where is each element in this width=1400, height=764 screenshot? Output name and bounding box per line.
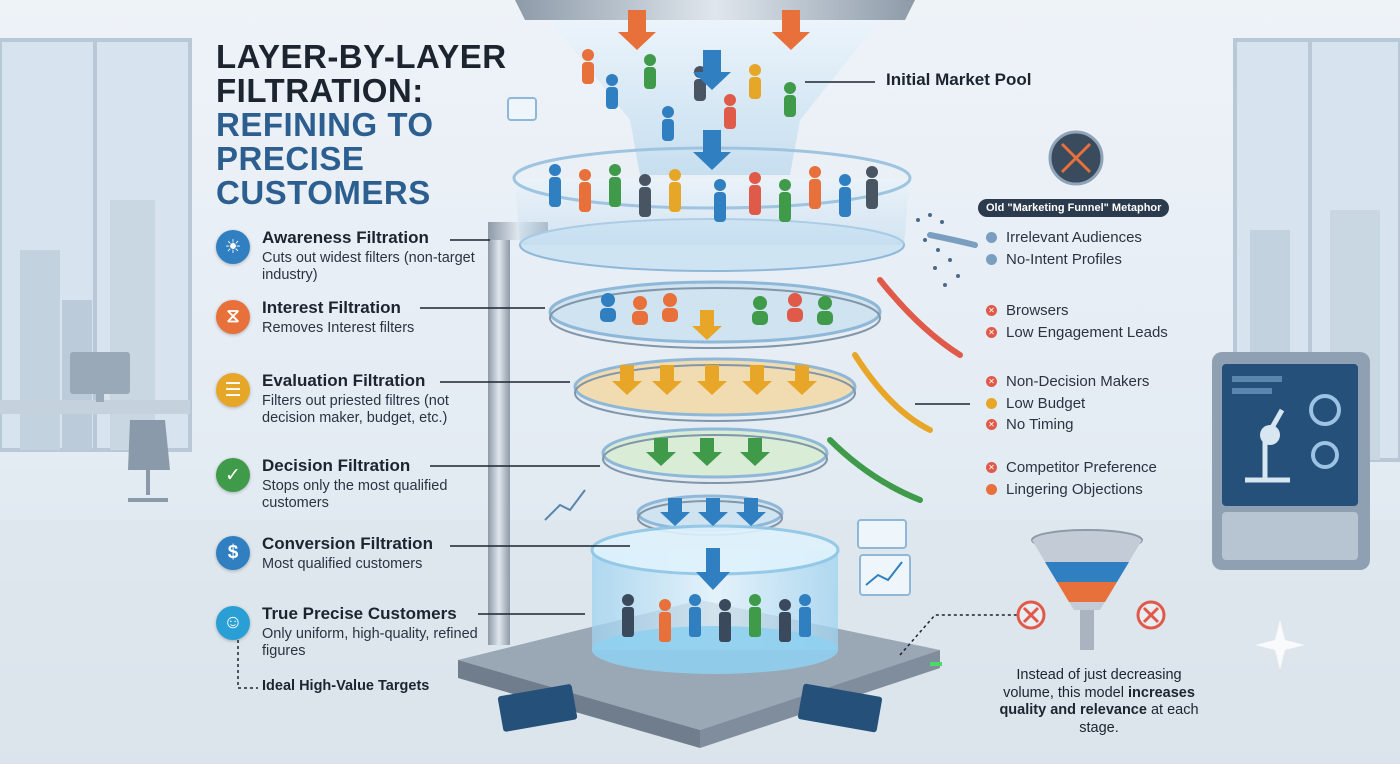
reject-group-decision: ✕Competitor Preference Lingering Objecti… xyxy=(986,457,1157,500)
stage-title: Interest Filtration xyxy=(262,298,401,317)
dot-icon xyxy=(986,232,997,244)
x-icon: ✕ xyxy=(986,305,997,317)
reject-group-awareness: Irrelevant Audiences No-Intent Profiles xyxy=(986,227,1142,270)
people-final xyxy=(622,594,811,642)
initial-pool-label: Initial Market Pool xyxy=(886,70,1032,89)
reject-item: Irrelevant Audiences xyxy=(986,227,1142,249)
checklist-icon: ☰ xyxy=(216,373,250,407)
stage-title: Awareness Filtration xyxy=(262,228,429,247)
reject-group-evaluation: ✕Non-Decision Makers Low Budget ✕No Timi… xyxy=(986,371,1149,436)
stage-title: Conversion Filtration xyxy=(262,534,433,553)
reject-item: ✕Browsers xyxy=(986,300,1168,322)
support-pole xyxy=(488,222,548,645)
rejected-circle-icon-right xyxy=(1136,600,1166,630)
reject-item: No-Intent Profiles xyxy=(986,249,1142,271)
reject-item: Low Budget xyxy=(986,393,1149,415)
x-icon: ✕ xyxy=(986,376,997,388)
page-title: LAYER-BY-LAYER FILTRATION: REFINING TO P… xyxy=(216,40,536,210)
stage-description: Only uniform, high-quality, refined figu… xyxy=(262,626,478,659)
x-icon: ✕ xyxy=(986,326,997,338)
stage-description: Most qualified customers xyxy=(262,556,423,572)
flow-arrows xyxy=(612,10,817,590)
filter-icon: ⧖ xyxy=(216,300,250,334)
stage-description: Cuts out widest filters (non-target indu… xyxy=(262,250,475,283)
title-line-1: LAYER-BY-LAYER FILTRATION: xyxy=(216,38,507,109)
stage-title: Evaluation Filtration xyxy=(262,371,426,390)
people-layer-2 xyxy=(600,293,833,325)
lightbulb-icon: ☀ xyxy=(216,230,250,264)
initial-pool-hopper xyxy=(515,0,915,175)
people-crowd-bowl xyxy=(549,164,878,222)
reject-item: ✕No Timing xyxy=(986,414,1149,436)
precise-customers-container xyxy=(590,524,840,674)
scatter-dots xyxy=(916,213,960,287)
reject-item: ✕Non-Decision Makers xyxy=(986,371,1149,393)
title-line-2: REFINING TO PRECISE CUSTOMERS xyxy=(216,106,434,211)
conclusion-emphasis: increases quality and relevance xyxy=(999,684,1195,719)
ideal-targets-label: Ideal High-Value Targets xyxy=(262,678,430,694)
reject-item: Lingering Objections xyxy=(986,479,1157,501)
dot-icon xyxy=(986,397,997,409)
dot-icon xyxy=(986,253,997,265)
x-icon: ✕ xyxy=(986,419,997,431)
reject-item: ✕Competitor Preference xyxy=(986,457,1157,479)
checkmark-icon: ✓ xyxy=(216,458,250,492)
conclusion-text: Instead of just decreasing volume, this … xyxy=(999,667,1199,736)
stage-description: Removes Interest filters xyxy=(262,320,415,336)
people-crowd-top xyxy=(582,49,796,141)
stage-description: Stops only the most qualified customers xyxy=(262,478,448,511)
stage-title: Decision Filtration xyxy=(262,456,411,475)
dollar-icon: $ xyxy=(216,536,250,570)
old-funnel-icon xyxy=(1031,529,1143,650)
rejection-arrows xyxy=(827,232,978,503)
dot-icon xyxy=(986,483,997,495)
person-icon: ☺ xyxy=(216,606,250,640)
crossed-arrow-icon xyxy=(1048,130,1104,186)
metaphor-badge: Old "Marketing Funnel" Metaphor xyxy=(978,199,1170,217)
reject-item: ✕Low Engagement Leads xyxy=(986,322,1168,344)
rejected-circle-icon-left xyxy=(1016,600,1046,630)
stage-title: True Precise Customers xyxy=(262,604,457,623)
x-icon: ✕ xyxy=(986,462,997,474)
connector-lines xyxy=(237,81,1025,689)
stage-description: Filters out priested filtres (not decisi… xyxy=(262,393,449,426)
reject-group-interest: ✕Browsers ✕Low Engagement Leads xyxy=(986,300,1168,343)
floating-chart-cards xyxy=(507,97,911,596)
